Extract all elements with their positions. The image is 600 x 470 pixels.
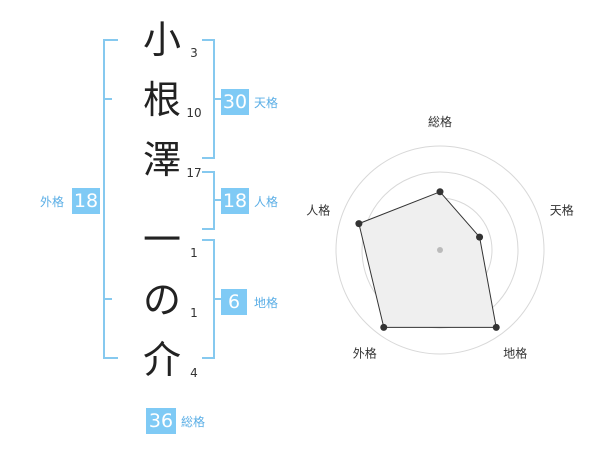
name-char-1: 小 bbox=[142, 18, 181, 62]
stroke-count-4: 1 bbox=[190, 246, 198, 260]
radar-point-5 bbox=[355, 220, 363, 228]
name-char-5: の bbox=[142, 278, 181, 322]
soukaku-label: 総格 bbox=[181, 415, 206, 429]
name-char-2: 根 bbox=[142, 78, 181, 122]
radar-axis-label-3: 地格 bbox=[503, 346, 527, 361]
soukaku-value-badge: 36 bbox=[146, 408, 176, 434]
gaikaku-label: 外格 bbox=[40, 195, 65, 209]
radar-axis-label-5: 人格 bbox=[306, 202, 330, 217]
stroke-count-6: 4 bbox=[190, 366, 198, 380]
jinkaku-label: 人格 bbox=[254, 195, 279, 209]
gaikaku-value-badge: 18 bbox=[72, 188, 100, 214]
radar-ring-4 bbox=[335, 145, 545, 355]
radar-axis-label-2: 天格 bbox=[550, 202, 574, 217]
jinkaku-bracket bbox=[202, 171, 215, 230]
radar-ring-3 bbox=[361, 171, 519, 329]
radar-point-4 bbox=[380, 323, 388, 331]
name-char-6: 介 bbox=[142, 338, 181, 382]
stroke-count-3: 17 bbox=[186, 166, 202, 180]
stroke-count-1: 3 bbox=[190, 46, 198, 60]
radar-axis-label-1: 総格 bbox=[428, 114, 452, 129]
name-char-3: 澤 bbox=[142, 138, 181, 182]
stroke-count-5: 1 bbox=[190, 306, 198, 320]
chikaku-label: 地格 bbox=[254, 296, 279, 310]
radar-point-1 bbox=[436, 188, 444, 196]
radar-point-2 bbox=[476, 233, 484, 241]
radar-point-3 bbox=[492, 323, 500, 331]
gaikaku-bracket bbox=[103, 39, 118, 359]
radar-area bbox=[358, 191, 497, 328]
jinkaku-value-badge: 18 bbox=[221, 188, 249, 214]
name-char-4: 一 bbox=[142, 218, 181, 262]
chikaku-value-badge: 6 bbox=[221, 289, 247, 315]
tenkaku-label: 天格 bbox=[254, 96, 279, 110]
tenkaku-value-badge: 30 bbox=[221, 89, 249, 115]
stroke-count-2: 10 bbox=[186, 106, 202, 120]
radar-axis-label-4: 外格 bbox=[353, 346, 377, 361]
radar-center-dot bbox=[437, 247, 443, 253]
